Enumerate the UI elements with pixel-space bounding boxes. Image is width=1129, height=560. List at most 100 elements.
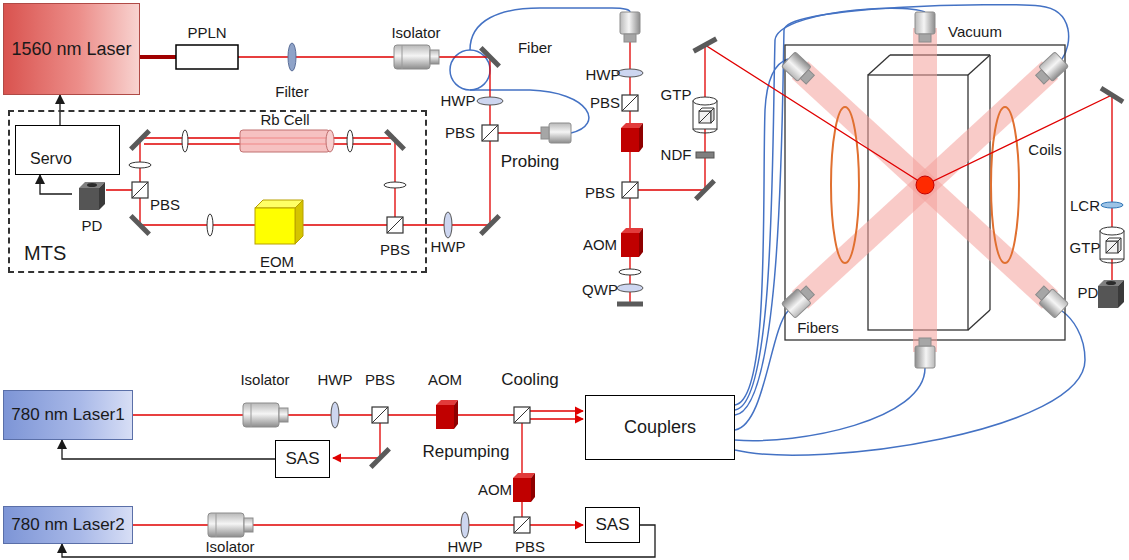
half-wave-plate xyxy=(331,402,339,428)
part-label: HWP xyxy=(586,67,621,84)
optical-fiber xyxy=(735,368,925,441)
mirror xyxy=(479,214,501,236)
fiber-coupler xyxy=(541,123,571,143)
node-text: 780 nm Laser1 xyxy=(11,405,124,425)
mirror xyxy=(1100,86,1125,104)
beam-splitter xyxy=(622,95,638,111)
atom-cloud xyxy=(916,176,934,194)
fiber-collimator xyxy=(781,52,817,87)
laser-beam xyxy=(521,423,522,517)
beam-splitter xyxy=(482,125,498,141)
laser-beam xyxy=(629,42,630,302)
nd-filter xyxy=(696,152,714,158)
part-label: Isolator xyxy=(205,539,254,556)
lens xyxy=(384,182,406,188)
beam-splitter xyxy=(622,182,638,198)
fiber-collimator xyxy=(1033,52,1069,87)
mirror xyxy=(692,37,717,54)
laser-beam xyxy=(120,524,514,525)
part-label: LCR xyxy=(1070,198,1100,215)
lens xyxy=(182,130,188,152)
half-wave-plate xyxy=(617,69,643,77)
part-label: PBS xyxy=(515,539,545,556)
part-label: Vacuum xyxy=(948,24,1002,41)
optical-fiber xyxy=(735,311,788,430)
part-label: QWP xyxy=(582,282,618,299)
part-label: GTP xyxy=(661,87,692,104)
fiber-coupler xyxy=(620,12,640,42)
glan-taylor-prism xyxy=(693,97,717,133)
part-label: PD xyxy=(1078,285,1099,302)
aom xyxy=(621,123,643,152)
fiber-collimator xyxy=(1033,283,1069,318)
laser-beam xyxy=(522,410,583,411)
optical-fiber xyxy=(450,5,1085,455)
part-label: Isolator xyxy=(240,372,289,389)
part-label: Repumping xyxy=(423,443,510,462)
rb-cell xyxy=(240,130,334,152)
mirror xyxy=(694,179,716,201)
part-label: Probing xyxy=(501,153,560,172)
part-label: Rb Cell xyxy=(260,112,309,129)
part-label: Isolator xyxy=(391,25,440,42)
mirror xyxy=(129,129,151,151)
mirror xyxy=(129,214,151,236)
part-label: HWP xyxy=(431,239,466,256)
liquid-crystal-retarder xyxy=(1101,202,1123,208)
half-wave-plate xyxy=(461,512,469,538)
mts-region: ServoPDMTS xyxy=(8,110,427,273)
part-label: Coils xyxy=(1028,142,1061,159)
coil xyxy=(991,107,1019,263)
part-label: PBS xyxy=(590,95,620,112)
part-label: PBS xyxy=(585,185,615,202)
mirror xyxy=(384,129,406,151)
beam-splitter xyxy=(514,407,530,423)
optical-fiber xyxy=(735,311,1085,455)
node-text: SAS xyxy=(595,515,629,535)
mirror xyxy=(617,302,643,307)
optical-fiber xyxy=(735,5,1069,415)
optical-fiber xyxy=(735,59,788,405)
photodetector xyxy=(1098,280,1124,308)
feedback-connector xyxy=(62,440,275,459)
beam-splitter xyxy=(514,517,530,533)
laser-box: 780 nm Laser1 xyxy=(3,390,133,440)
mirror xyxy=(479,46,501,68)
laser-beam xyxy=(106,42,1112,525)
vacuum-chamber xyxy=(968,310,990,330)
vacuum-chamber xyxy=(890,54,990,55)
rb-cell xyxy=(326,130,334,152)
eom-crystal xyxy=(255,208,295,244)
half-wave-plate xyxy=(444,212,452,238)
photodetector-icon xyxy=(72,176,112,212)
lens xyxy=(619,269,641,275)
part-label: Fibers xyxy=(797,320,839,337)
fiber-collimator xyxy=(915,338,935,368)
feedback-connector xyxy=(40,175,72,194)
laser-beam xyxy=(522,418,583,419)
lens xyxy=(347,130,353,152)
part-label: EOM xyxy=(260,254,294,271)
part-label: Cooling xyxy=(501,371,559,390)
aom xyxy=(436,400,458,429)
part-label: PBS xyxy=(445,125,475,142)
node-text: 1560 nm Laser xyxy=(11,39,131,60)
isolator xyxy=(243,403,288,427)
fiber-collimator xyxy=(915,12,935,42)
eom-crystal xyxy=(295,200,303,244)
isolator xyxy=(208,513,253,537)
part-label: AOM xyxy=(583,237,617,254)
mirror xyxy=(369,447,391,469)
node-text: PD xyxy=(82,217,103,234)
half-wave-plate xyxy=(477,97,503,105)
part-label: AOM xyxy=(478,482,512,499)
servo-box: Servo xyxy=(15,125,120,175)
isolator xyxy=(394,45,439,69)
photodetector-icon xyxy=(79,182,105,210)
laser-box: 780 nm Laser2 xyxy=(3,506,133,544)
part-label: PBS xyxy=(380,242,410,259)
lens xyxy=(129,162,151,168)
